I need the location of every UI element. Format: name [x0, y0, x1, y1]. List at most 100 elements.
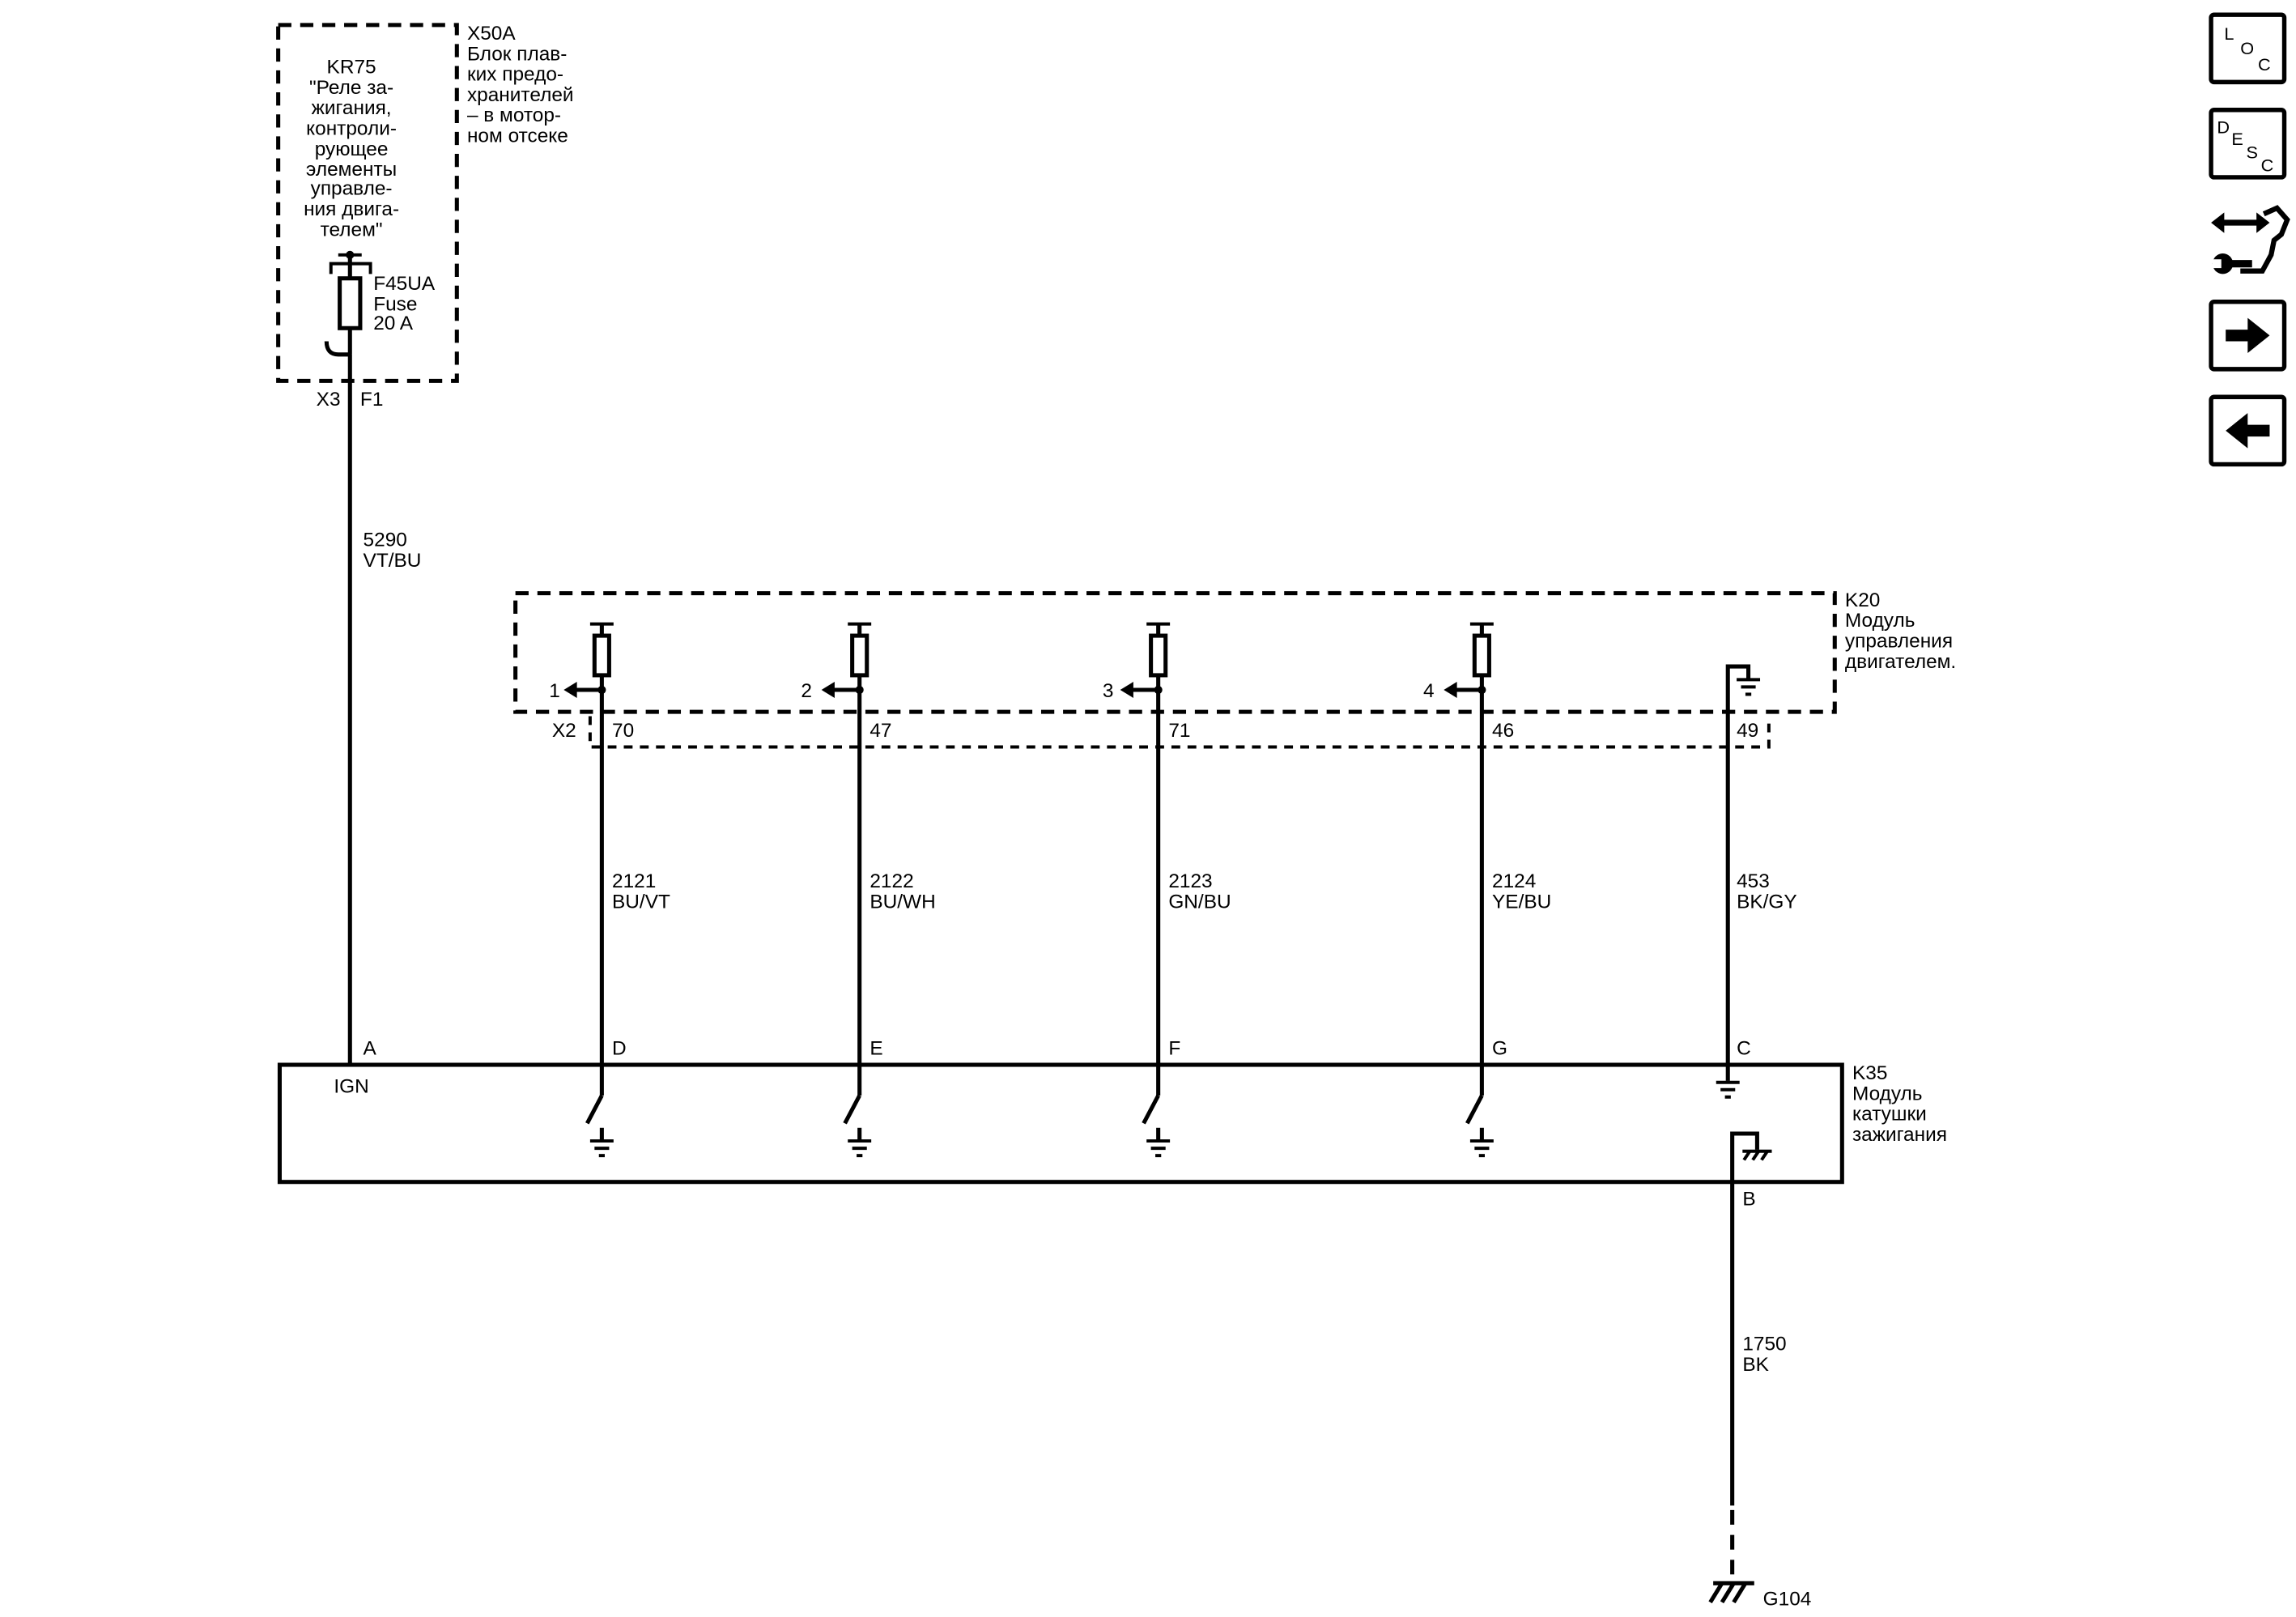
ignition-channel-2: 2 47 2122 BU/WH E: [801, 622, 936, 1158]
right-arrow-icon[interactable]: [2226, 317, 2270, 354]
ignition-channel-1: 1 70 2121 BU/VT D: [549, 622, 670, 1158]
ground-symbol: [1716, 1080, 1740, 1099]
driver-resistor-symbol: [1149, 633, 1168, 678]
fuse-block-id: X50A: [467, 23, 516, 45]
prev-page-button[interactable]: [2209, 394, 2287, 467]
fuse-block-desc-line: ких предо-: [467, 64, 563, 86]
wire-color: BU/VT: [612, 891, 670, 913]
k35-id: K35: [1852, 1062, 1887, 1084]
loc-icon[interactable]: [2209, 12, 2287, 85]
wire-line: [1725, 664, 1751, 1081]
ecm-desc-line: управления: [1845, 631, 1953, 653]
signal-arrow-icon: [821, 682, 835, 698]
switch-symbol: [843, 1094, 861, 1125]
wire-circuit: 2121: [612, 870, 656, 892]
ecm-pin-label: 70: [612, 720, 634, 742]
k35-pin-label: A: [364, 1037, 377, 1059]
ecm-pin-label: 47: [870, 720, 891, 742]
ground-symbol: [1469, 1127, 1494, 1158]
desc-letter: C: [2261, 155, 2274, 176]
wire-circuit: 5290: [364, 530, 407, 551]
fuse-f45ua: F45UA Fuse 20 A: [324, 273, 436, 357]
k35-desc-line: зажигания: [1852, 1124, 1947, 1146]
ecm-connector-label: X2: [552, 720, 576, 742]
relay-desc-line: "Реле за-: [309, 77, 393, 99]
signal-arrow-icon: [563, 682, 577, 698]
relay-desc-line: управле-: [311, 178, 393, 200]
desc-icon[interactable]: [2209, 108, 2287, 180]
wire-circuit: 2124: [1492, 870, 1536, 892]
switch-symbol: [585, 1094, 604, 1125]
fuse-block-desc-line: – в мотор-: [467, 104, 561, 126]
ecm-k20: K20 Модуль управления двигателем. X2: [513, 589, 1956, 749]
wire-color: BK/GY: [1737, 891, 1797, 913]
fuse-type: Fuse: [373, 294, 417, 316]
relay-desc-line: ния двига-: [304, 198, 399, 220]
loc-letter: L: [2224, 23, 2234, 44]
wire-line: [1730, 1131, 1759, 1506]
k35-pin-label: B: [1742, 1189, 1755, 1211]
connector-hook-symbol: [324, 341, 352, 357]
channel-number: 2: [801, 680, 812, 702]
signal-arrow-icon: [1444, 682, 1457, 698]
k35-pin-label: E: [870, 1037, 882, 1059]
chassis-ground-symbol: [1742, 1149, 1772, 1161]
wire-circuit: 2122: [870, 870, 913, 892]
desc-letter: S: [2247, 142, 2258, 162]
service-info-button[interactable]: [2208, 205, 2290, 279]
signal-arrow-icon: [1120, 682, 1133, 698]
fuse-id: F45UA: [373, 273, 436, 295]
ecm-id: K20: [1845, 589, 1880, 611]
ecm-pin-label: 49: [1737, 720, 1758, 742]
ground-id: G104: [1763, 1588, 1812, 1610]
k35-pin-label: D: [612, 1037, 627, 1059]
fuse-block-desc-line: ном отсеке: [467, 126, 568, 147]
relay-desc-line: элементы: [306, 159, 397, 181]
loc-letter: O: [2240, 38, 2254, 58]
relay-id: KR75: [327, 57, 376, 79]
desc-button[interactable]: D E S C: [2209, 108, 2287, 180]
ground-symbol: [589, 1127, 614, 1158]
fuse-rating: 20 A: [373, 313, 414, 334]
ecm-pin-label: 71: [1168, 720, 1190, 742]
ignition-coil-module-k35: IGN K35 Модуль катушки зажигания: [277, 1062, 1947, 1185]
service-info-icon[interactable]: [2208, 205, 2290, 279]
loc-button[interactable]: L O C: [2209, 12, 2287, 85]
driver-resistor-symbol: [1472, 633, 1491, 678]
driver-resistor-symbol: [850, 633, 870, 678]
wire-color: VT/BU: [364, 550, 422, 572]
relay-desc-line: жигания,: [312, 97, 392, 119]
chassis-ground-symbol: [1708, 1581, 1754, 1604]
next-page-button[interactable]: [2209, 299, 2287, 372]
k35-pin-label: C: [1737, 1037, 1751, 1059]
k35-ign-label: IGN: [334, 1075, 368, 1097]
k35-desc-line: Модуль: [1852, 1083, 1923, 1104]
k35-pin-label: G: [1492, 1037, 1507, 1059]
desc-letter: D: [2217, 117, 2230, 138]
switch-symbol: [1465, 1094, 1484, 1125]
switch-symbol: [1142, 1094, 1160, 1125]
ground-symbol: [1146, 1127, 1171, 1158]
ecm-outline: [513, 591, 1837, 714]
wire-ground-reference: 49 453 BK/GY C: [1716, 664, 1797, 1099]
wire-feed: 5290 VT/BU A: [347, 354, 422, 1066]
wire-color: BU/WH: [870, 891, 935, 913]
relay-desc-line: рующее: [315, 138, 389, 160]
ignition-channel-4: 4 46 2124 YE/BU G: [1423, 622, 1551, 1158]
relay-desc-line: контроли-: [306, 118, 397, 140]
ecm-desc-line: двигателем.: [1845, 651, 1956, 673]
wire-color: GN/BU: [1168, 891, 1231, 913]
wire-circuit: 453: [1737, 870, 1770, 892]
fuse-block-pin: F1: [360, 389, 383, 411]
channel-number: 3: [1103, 680, 1114, 702]
k35-outline: [277, 1062, 1844, 1185]
ground-symbol: [848, 1127, 872, 1158]
driver-resistor-symbol: [592, 633, 611, 678]
ignition-channel-3: 3 71 2123 GN/BU F: [1103, 622, 1231, 1158]
loc-letter: C: [2258, 54, 2271, 74]
fuse-symbol: [338, 276, 363, 330]
wire-circuit: 1750: [1742, 1334, 1786, 1355]
relay-desc-line: телем": [321, 219, 383, 240]
channel-number: 4: [1423, 680, 1435, 702]
